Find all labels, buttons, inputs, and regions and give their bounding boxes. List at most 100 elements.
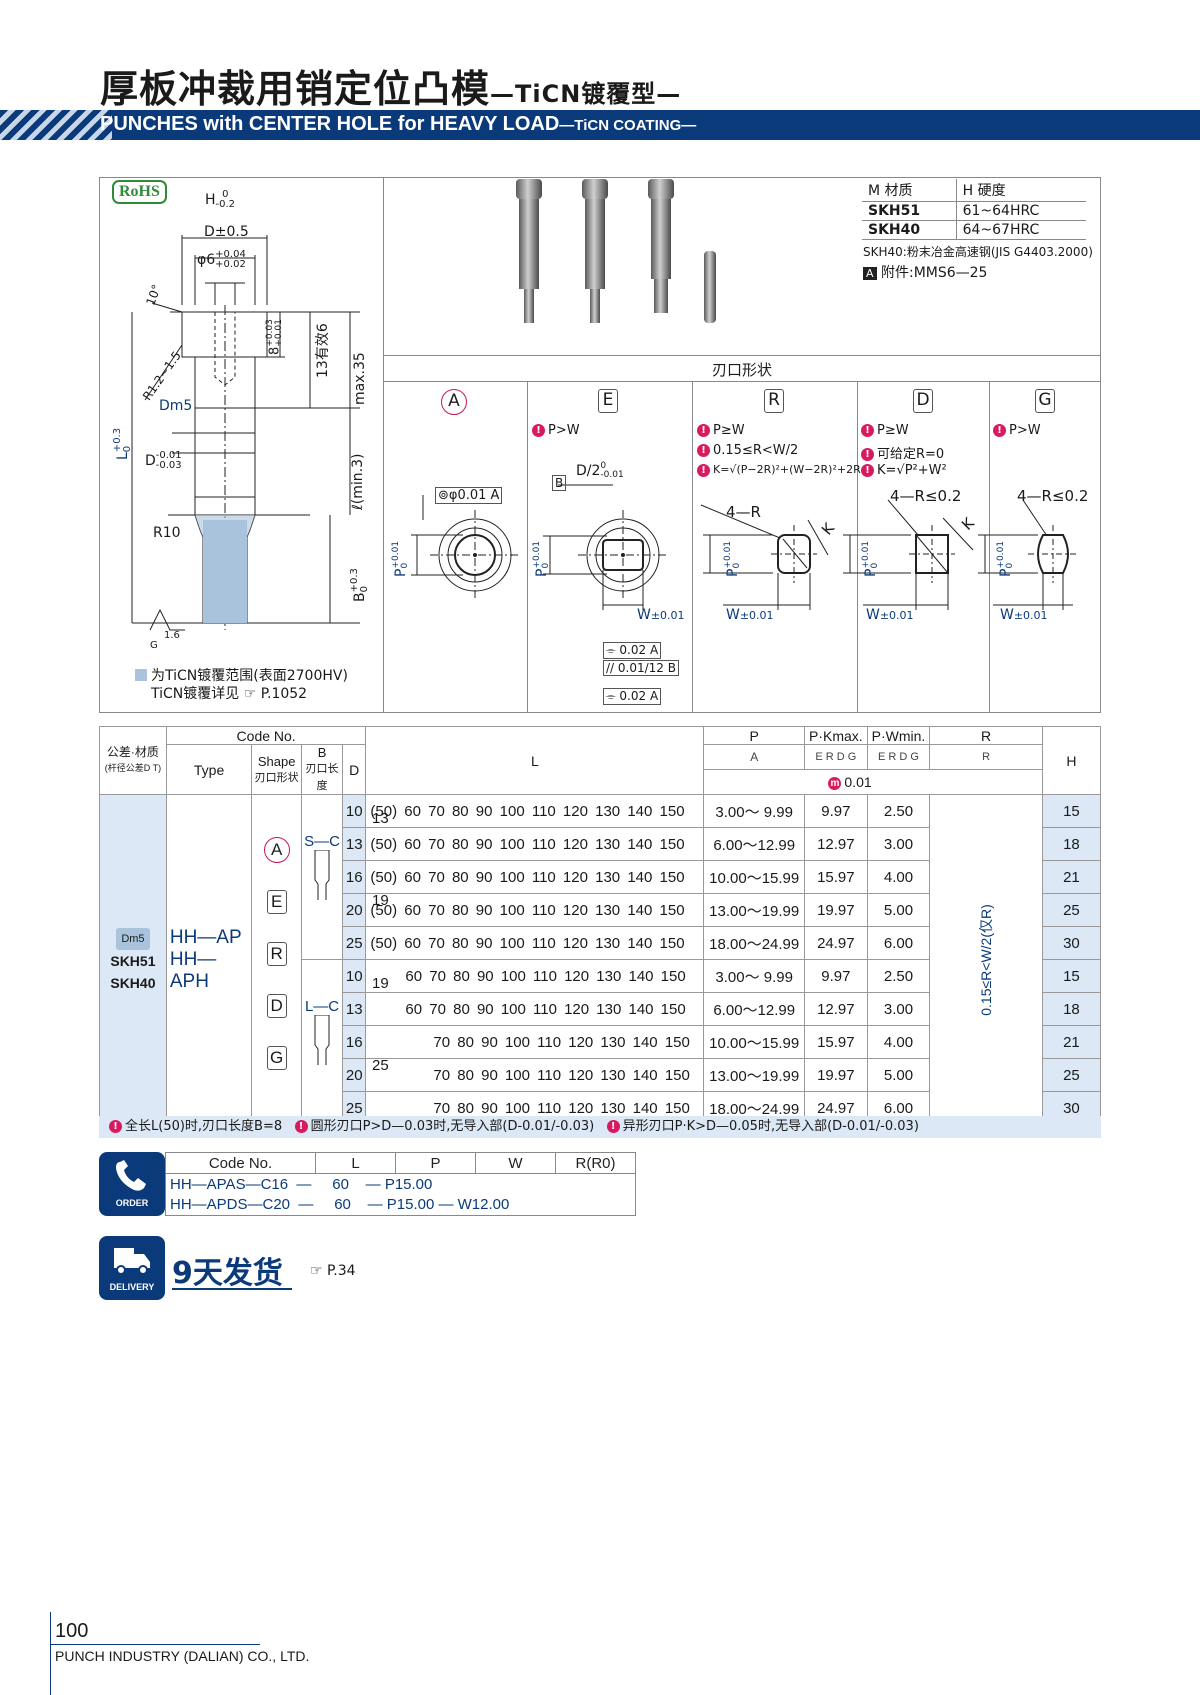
col-b-cn: 刃口长度 bbox=[305, 763, 339, 792]
shape-d-drawing bbox=[843, 499, 974, 610]
phone-icon bbox=[116, 1160, 146, 1191]
delivery-label: DELIVERY bbox=[109, 1282, 155, 1292]
e-b-box: B bbox=[552, 475, 567, 491]
shape-divider-1 bbox=[527, 381, 528, 713]
coating-legend-page[interactable]: P.1052 bbox=[260, 686, 308, 702]
hardness-skh40: 64~67HRC bbox=[956, 220, 1086, 240]
shape-e-label: E bbox=[598, 389, 618, 413]
material-note: SKH40:粉末冶金高速钢(JIS G4403.2000) bbox=[863, 245, 1093, 259]
dim-h-tol-bot: -0.2 bbox=[215, 199, 236, 210]
col-shape-label: Shape bbox=[257, 753, 296, 769]
note-1: 全长L(50)时,刃口长度B=8 bbox=[125, 1119, 283, 1134]
rohs-badge: RoHS bbox=[112, 180, 167, 204]
type-hh-ap[interactable]: HH—AP bbox=[169, 926, 242, 948]
shape-e-letter: E bbox=[598, 389, 618, 413]
shape-e-note-1-text: P>W bbox=[548, 423, 580, 438]
r-range-text: 0.15≤R<W/2(仅R) bbox=[978, 903, 995, 1016]
row-2-d: 16 bbox=[342, 860, 367, 894]
g-4r-label: 4—R≤0.2 bbox=[1017, 487, 1089, 505]
lc-label[interactable]: L—C bbox=[304, 998, 340, 1015]
row-0-h: 15 bbox=[1041, 794, 1102, 828]
shape-d-note-2: !可给定R=0 bbox=[861, 443, 944, 462]
row-5-d: 10 bbox=[342, 959, 367, 993]
e-d2-tol-bot: -0.01 bbox=[600, 470, 624, 480]
sc-label[interactable]: S—C bbox=[304, 833, 340, 850]
row-2-pw: 4.00 bbox=[866, 860, 931, 894]
d-w-label: W bbox=[866, 607, 880, 623]
note-2: 圆形刃口P>D—0.03时,无导入部(D-0.01/-0.03) bbox=[310, 1119, 595, 1134]
info-dot-icon: ! bbox=[861, 448, 874, 461]
header-band bbox=[0, 110, 1200, 140]
col-r: R bbox=[929, 726, 1043, 745]
blade-shape-title: 刃口形状 bbox=[711, 361, 772, 379]
footer-rule bbox=[50, 1644, 260, 1645]
col-l: L bbox=[365, 726, 705, 795]
hardness-header: H 硬度 bbox=[956, 179, 1086, 202]
info-dot-icon: ! bbox=[861, 424, 874, 437]
lc-punch-icon bbox=[314, 1014, 330, 1065]
shape-cell: A E R D G bbox=[251, 794, 303, 1125]
row-5-h: 15 bbox=[1041, 959, 1102, 993]
shape-g-drawing bbox=[978, 499, 1079, 610]
row-8-p: 13.00～19.99 bbox=[703, 1058, 806, 1092]
col-b-label: B bbox=[317, 745, 327, 760]
row-0-pw: 2.50 bbox=[866, 794, 931, 828]
dim-shank-d-label: D bbox=[145, 453, 156, 469]
row-5-pk: 9.97 bbox=[804, 959, 868, 993]
b-group-19b: 19 bbox=[372, 975, 389, 992]
row-4-pw: 6.00 bbox=[866, 926, 931, 960]
english-title-main: PUNCHES with CENTER HOLE for HEAVY LOAD bbox=[100, 113, 560, 135]
col-shape-cn: 刃口形状 bbox=[254, 771, 299, 784]
type-hh-aph[interactable]: HH—APH bbox=[169, 948, 217, 992]
a-p-label: P bbox=[393, 568, 409, 577]
col-pw-sub: E R D G bbox=[866, 744, 931, 770]
dim-phi6: φ6+0.04+0.02 bbox=[197, 250, 246, 270]
dim-phi6-tol-top: +0.04 bbox=[215, 249, 246, 260]
order-row-2[interactable]: HH—APDS—C20 — 60 — P15.00 — W12.00 bbox=[165, 1194, 636, 1216]
row-0-p: 3.00～ 9.99 bbox=[703, 794, 806, 828]
r-w-dim: W±0.01 bbox=[726, 607, 774, 623]
table-shape-g[interactable]: G bbox=[266, 1045, 287, 1070]
truck-icon bbox=[114, 1248, 150, 1275]
material-cell: Dm5 SKH51 SKH40 bbox=[99, 794, 167, 1125]
table-shape-d[interactable]: D bbox=[266, 993, 287, 1018]
table-shape-e[interactable]: E bbox=[266, 889, 287, 914]
lc-cell: L—C bbox=[301, 959, 343, 1125]
col-p-sub: A bbox=[703, 744, 806, 770]
shape-g-note-1-text: P>W bbox=[1009, 423, 1041, 438]
photo-divider bbox=[383, 355, 1101, 356]
row-2-l: (50) 60 70 80 90 100 110 120 130 140 150 bbox=[365, 860, 705, 894]
col-pk: P·Kmax. bbox=[804, 726, 868, 745]
row-0-pk: 9.97 bbox=[804, 794, 868, 828]
e-w-dim: W±0.01 bbox=[637, 607, 685, 623]
note-3: 异形刃口P·K>D—0.05时,无导入部(D-0.01/-0.03) bbox=[622, 1119, 919, 1134]
dim-max35: max.35 bbox=[352, 352, 368, 405]
dim-l-tol-bot: 0 bbox=[122, 445, 133, 453]
page-number: 100 bbox=[55, 1620, 89, 1642]
r-4r-label: 4—R bbox=[726, 503, 761, 521]
english-title-suffix: —TiCN COATING— bbox=[559, 117, 697, 134]
col-h: H bbox=[1041, 726, 1102, 795]
dim-rough: 1.6 bbox=[164, 630, 180, 641]
col-type: Type bbox=[165, 744, 253, 795]
shape-a-drawing bbox=[411, 495, 520, 600]
g-p-label: P bbox=[998, 568, 1014, 577]
table-shape-a[interactable]: A bbox=[263, 836, 290, 863]
order-col-code: Code No. bbox=[165, 1152, 316, 1174]
sc-punch-icon bbox=[314, 849, 330, 900]
order-row-2-p: P15.00 bbox=[386, 1196, 435, 1214]
row-5-pw: 2.50 bbox=[866, 959, 931, 993]
e-p-label: P bbox=[534, 568, 550, 577]
dim-b-label: B bbox=[352, 592, 368, 602]
order-row-1[interactable]: HH—APAS—C16 — 60 — P15.00 bbox=[165, 1173, 636, 1195]
delivery-ref-page[interactable]: P.34 bbox=[327, 1263, 356, 1279]
col-material-label: 公差·材质 bbox=[106, 745, 159, 759]
delivery-underline bbox=[172, 1288, 292, 1290]
dim-h-tol-top: 0 bbox=[222, 189, 229, 200]
row-8-pw: 5.00 bbox=[866, 1058, 931, 1092]
header-stripes bbox=[0, 110, 112, 140]
coating-legend-2-text: TiCN镀覆详见 bbox=[151, 686, 240, 702]
table-shape-r[interactable]: R bbox=[266, 941, 287, 966]
accessory-text: 附件:MMS6—25 bbox=[880, 265, 988, 281]
